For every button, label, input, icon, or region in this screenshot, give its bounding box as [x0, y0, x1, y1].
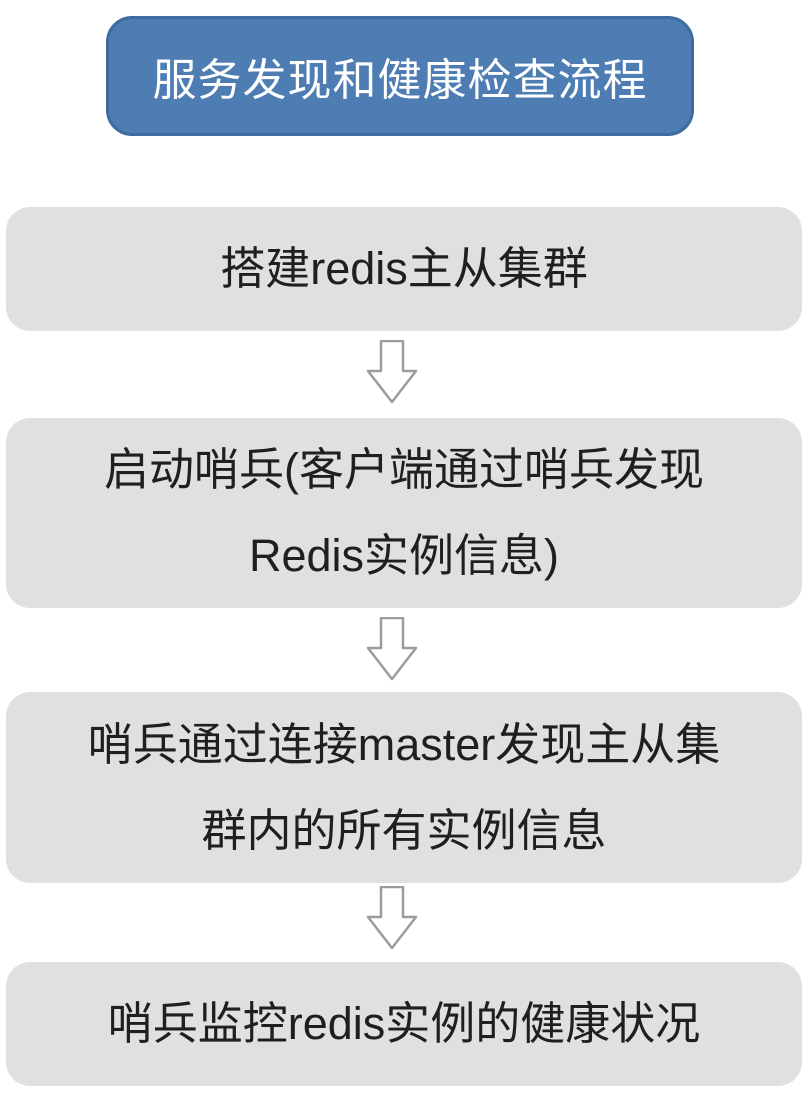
down-arrow-icon	[364, 340, 420, 404]
down-arrow-icon	[364, 617, 420, 681]
step-box-discover-instances: 哨兵通过连接master发现主从集 群内的所有实例信息	[6, 692, 802, 883]
step-text-line: 哨兵监控redis实例的健康状况	[107, 998, 701, 1049]
step-text-line: 哨兵通过连接master发现主从集	[87, 718, 721, 770]
step-text-line: 搭建redis主从集群	[220, 243, 588, 294]
step-text-line: 启动哨兵(客户端通过哨兵发现	[104, 444, 704, 495]
step-box-start-sentinel: 启动哨兵(客户端通过哨兵发现 Redis实例信息)	[6, 418, 802, 608]
down-arrow-icon	[364, 886, 420, 950]
flowchart-title: 服务发现和健康检查流程	[106, 16, 694, 136]
step-box-build-cluster: 搭建redis主从集群	[6, 207, 802, 331]
step-text-line: Redis实例信息)	[248, 530, 560, 581]
step-text-line: 群内的所有实例信息	[201, 804, 607, 856]
step-box-monitor-health: 哨兵监控redis实例的健康状况	[6, 962, 802, 1086]
flowchart-title-label: 服务发现和健康检查流程	[152, 56, 648, 105]
